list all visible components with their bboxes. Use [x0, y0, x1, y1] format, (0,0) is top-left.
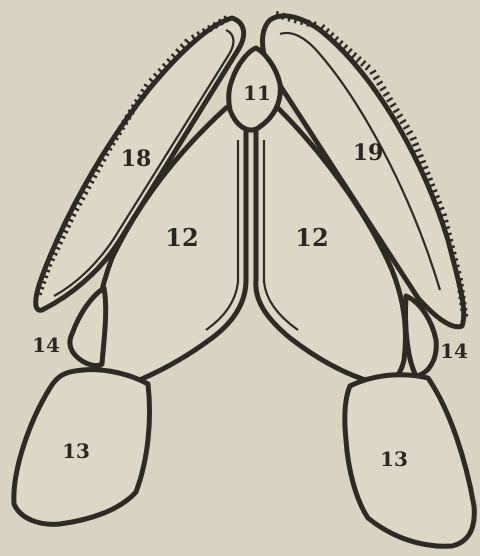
lower-right-plate — [345, 375, 474, 546]
label-lower-right-plate: 13 — [380, 447, 408, 471]
tooth-mark — [422, 167, 429, 170]
tooth-mark — [387, 98, 393, 102]
tooth-mark — [415, 149, 422, 152]
tooth-mark — [460, 309, 467, 310]
tooth-mark — [380, 87, 386, 91]
tooth-mark — [419, 161, 426, 164]
tooth-mark — [370, 70, 376, 74]
label-side-right-plate: 14 — [440, 339, 468, 363]
tooth-mark — [448, 246, 455, 248]
label-upper-left-plate: 18 — [121, 146, 152, 172]
tooth-mark — [443, 227, 450, 229]
tooth-mark — [390, 103, 396, 107]
tooth-mark — [347, 49, 352, 54]
tooth-mark — [442, 221, 449, 223]
tooth-mark — [450, 253, 457, 255]
tooth-mark — [458, 291, 465, 292]
tooth-mark — [456, 279, 463, 280]
tooth-mark — [383, 92, 389, 96]
label-side-left-plate: 14 — [32, 333, 60, 357]
tooth-mark — [400, 120, 406, 124]
tooth-mark — [445, 234, 452, 236]
tooth-mark — [352, 53, 357, 58]
label-center-left-plate: 12 — [165, 223, 198, 252]
tooth-mark — [144, 84, 150, 88]
tooth-mark — [373, 76, 379, 80]
tooth-mark — [361, 61, 366, 66]
tooth-mark — [180, 44, 185, 49]
side-left-plate — [70, 288, 106, 366]
tooth-mark — [440, 214, 447, 216]
tooth-mark — [403, 125, 409, 129]
tooth-mark — [185, 39, 190, 44]
tooth-mark — [407, 131, 413, 135]
tooth-mark — [377, 81, 383, 85]
tooth-mark — [459, 297, 466, 298]
tooth-mark — [459, 303, 466, 304]
tooth-mark — [356, 57, 361, 62]
tooth-mark — [343, 45, 348, 50]
tooth-mark — [453, 266, 460, 268]
tooth-mark — [410, 137, 417, 140]
label-lower-left-plate: 13 — [62, 439, 90, 463]
label-upper-right-plate: 19 — [353, 140, 384, 166]
tooth-mark — [393, 109, 399, 113]
tooth-mark — [417, 155, 424, 158]
tooth-mark — [365, 65, 370, 70]
tooth-mark — [457, 285, 464, 286]
tooth-mark — [461, 315, 468, 316]
label-median-top: 11 — [243, 81, 271, 105]
label-center-right-plate: 12 — [295, 223, 328, 252]
tooth-mark — [451, 259, 458, 261]
tooth-mark — [397, 114, 403, 118]
tooth-mark — [446, 240, 453, 242]
tooth-mark — [454, 272, 461, 274]
tooth-mark — [412, 143, 419, 146]
